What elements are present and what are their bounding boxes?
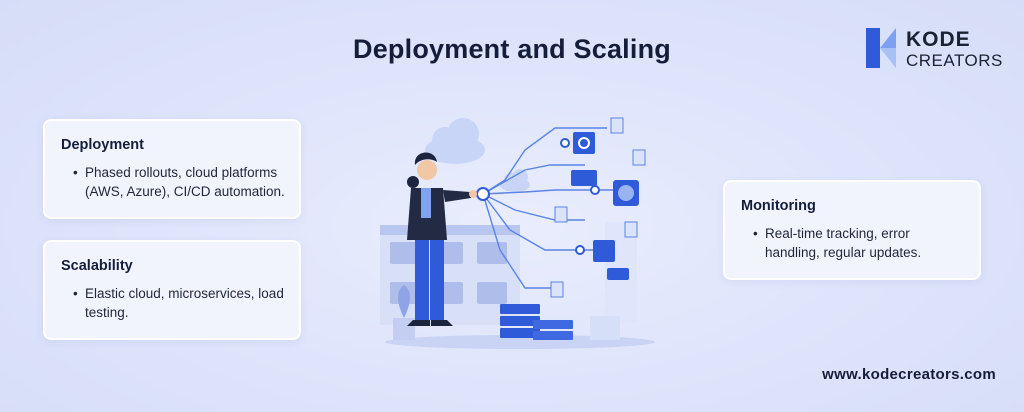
- list-item: Phased rollouts, cloud platforms (AWS, A…: [73, 163, 285, 201]
- woman-with-cloud-network-illustration: [380, 117, 655, 349]
- monitoring-bullets: Real-time tracking, error handling, regu…: [741, 224, 965, 262]
- kode-logo-icon: [866, 28, 896, 68]
- window-icon: [607, 268, 629, 280]
- scalability-card-title: Scalability: [61, 258, 133, 274]
- website-url[interactable]: www.kodecreators.com: [822, 366, 996, 383]
- brand-logo: KODE CREATORS: [866, 28, 1006, 74]
- list-item: Real-time tracking, error handling, regu…: [753, 224, 965, 262]
- woman-figure: [407, 152, 477, 326]
- chart-icon: [593, 240, 615, 262]
- logo-text-kode: KODE: [906, 28, 971, 51]
- node-icon: [575, 245, 585, 255]
- scalability-card: Scalability Elastic cloud, microservices…: [43, 240, 301, 340]
- logo-text-creators: CREATORS: [906, 51, 1003, 70]
- document-icon: [550, 281, 564, 298]
- deployment-bullets: Phased rollouts, cloud platforms (AWS, A…: [61, 163, 285, 201]
- folder-shelf: [380, 225, 520, 325]
- document-icon: [554, 206, 568, 223]
- list-item: Elastic cloud, microservices, load testi…: [73, 284, 285, 322]
- monitoring-card: Monitoring Real-time tracking, error han…: [723, 180, 981, 280]
- scalability-bullets: Elastic cloud, microservices, load testi…: [61, 284, 285, 322]
- box-icon: [590, 316, 620, 340]
- monitoring-card-title: Monitoring: [741, 198, 816, 214]
- cloud-icon: [500, 169, 530, 192]
- node-icon: [590, 185, 600, 195]
- deployment-card-title: Deployment: [61, 137, 144, 153]
- deployment-card: Deployment Phased rollouts, cloud platfo…: [43, 119, 301, 219]
- network-lines: [482, 127, 620, 289]
- document-icon: [632, 149, 646, 166]
- window-icon: [571, 170, 597, 186]
- document-icon: [610, 117, 624, 134]
- server-stack-icon: [500, 304, 573, 340]
- gear-icon: [573, 132, 595, 154]
- node-icon: [560, 138, 570, 148]
- cloud-icon: [425, 118, 485, 164]
- page-title: Deployment and Scaling: [353, 34, 671, 64]
- document-icon: [624, 221, 638, 238]
- node-icon: [476, 187, 490, 201]
